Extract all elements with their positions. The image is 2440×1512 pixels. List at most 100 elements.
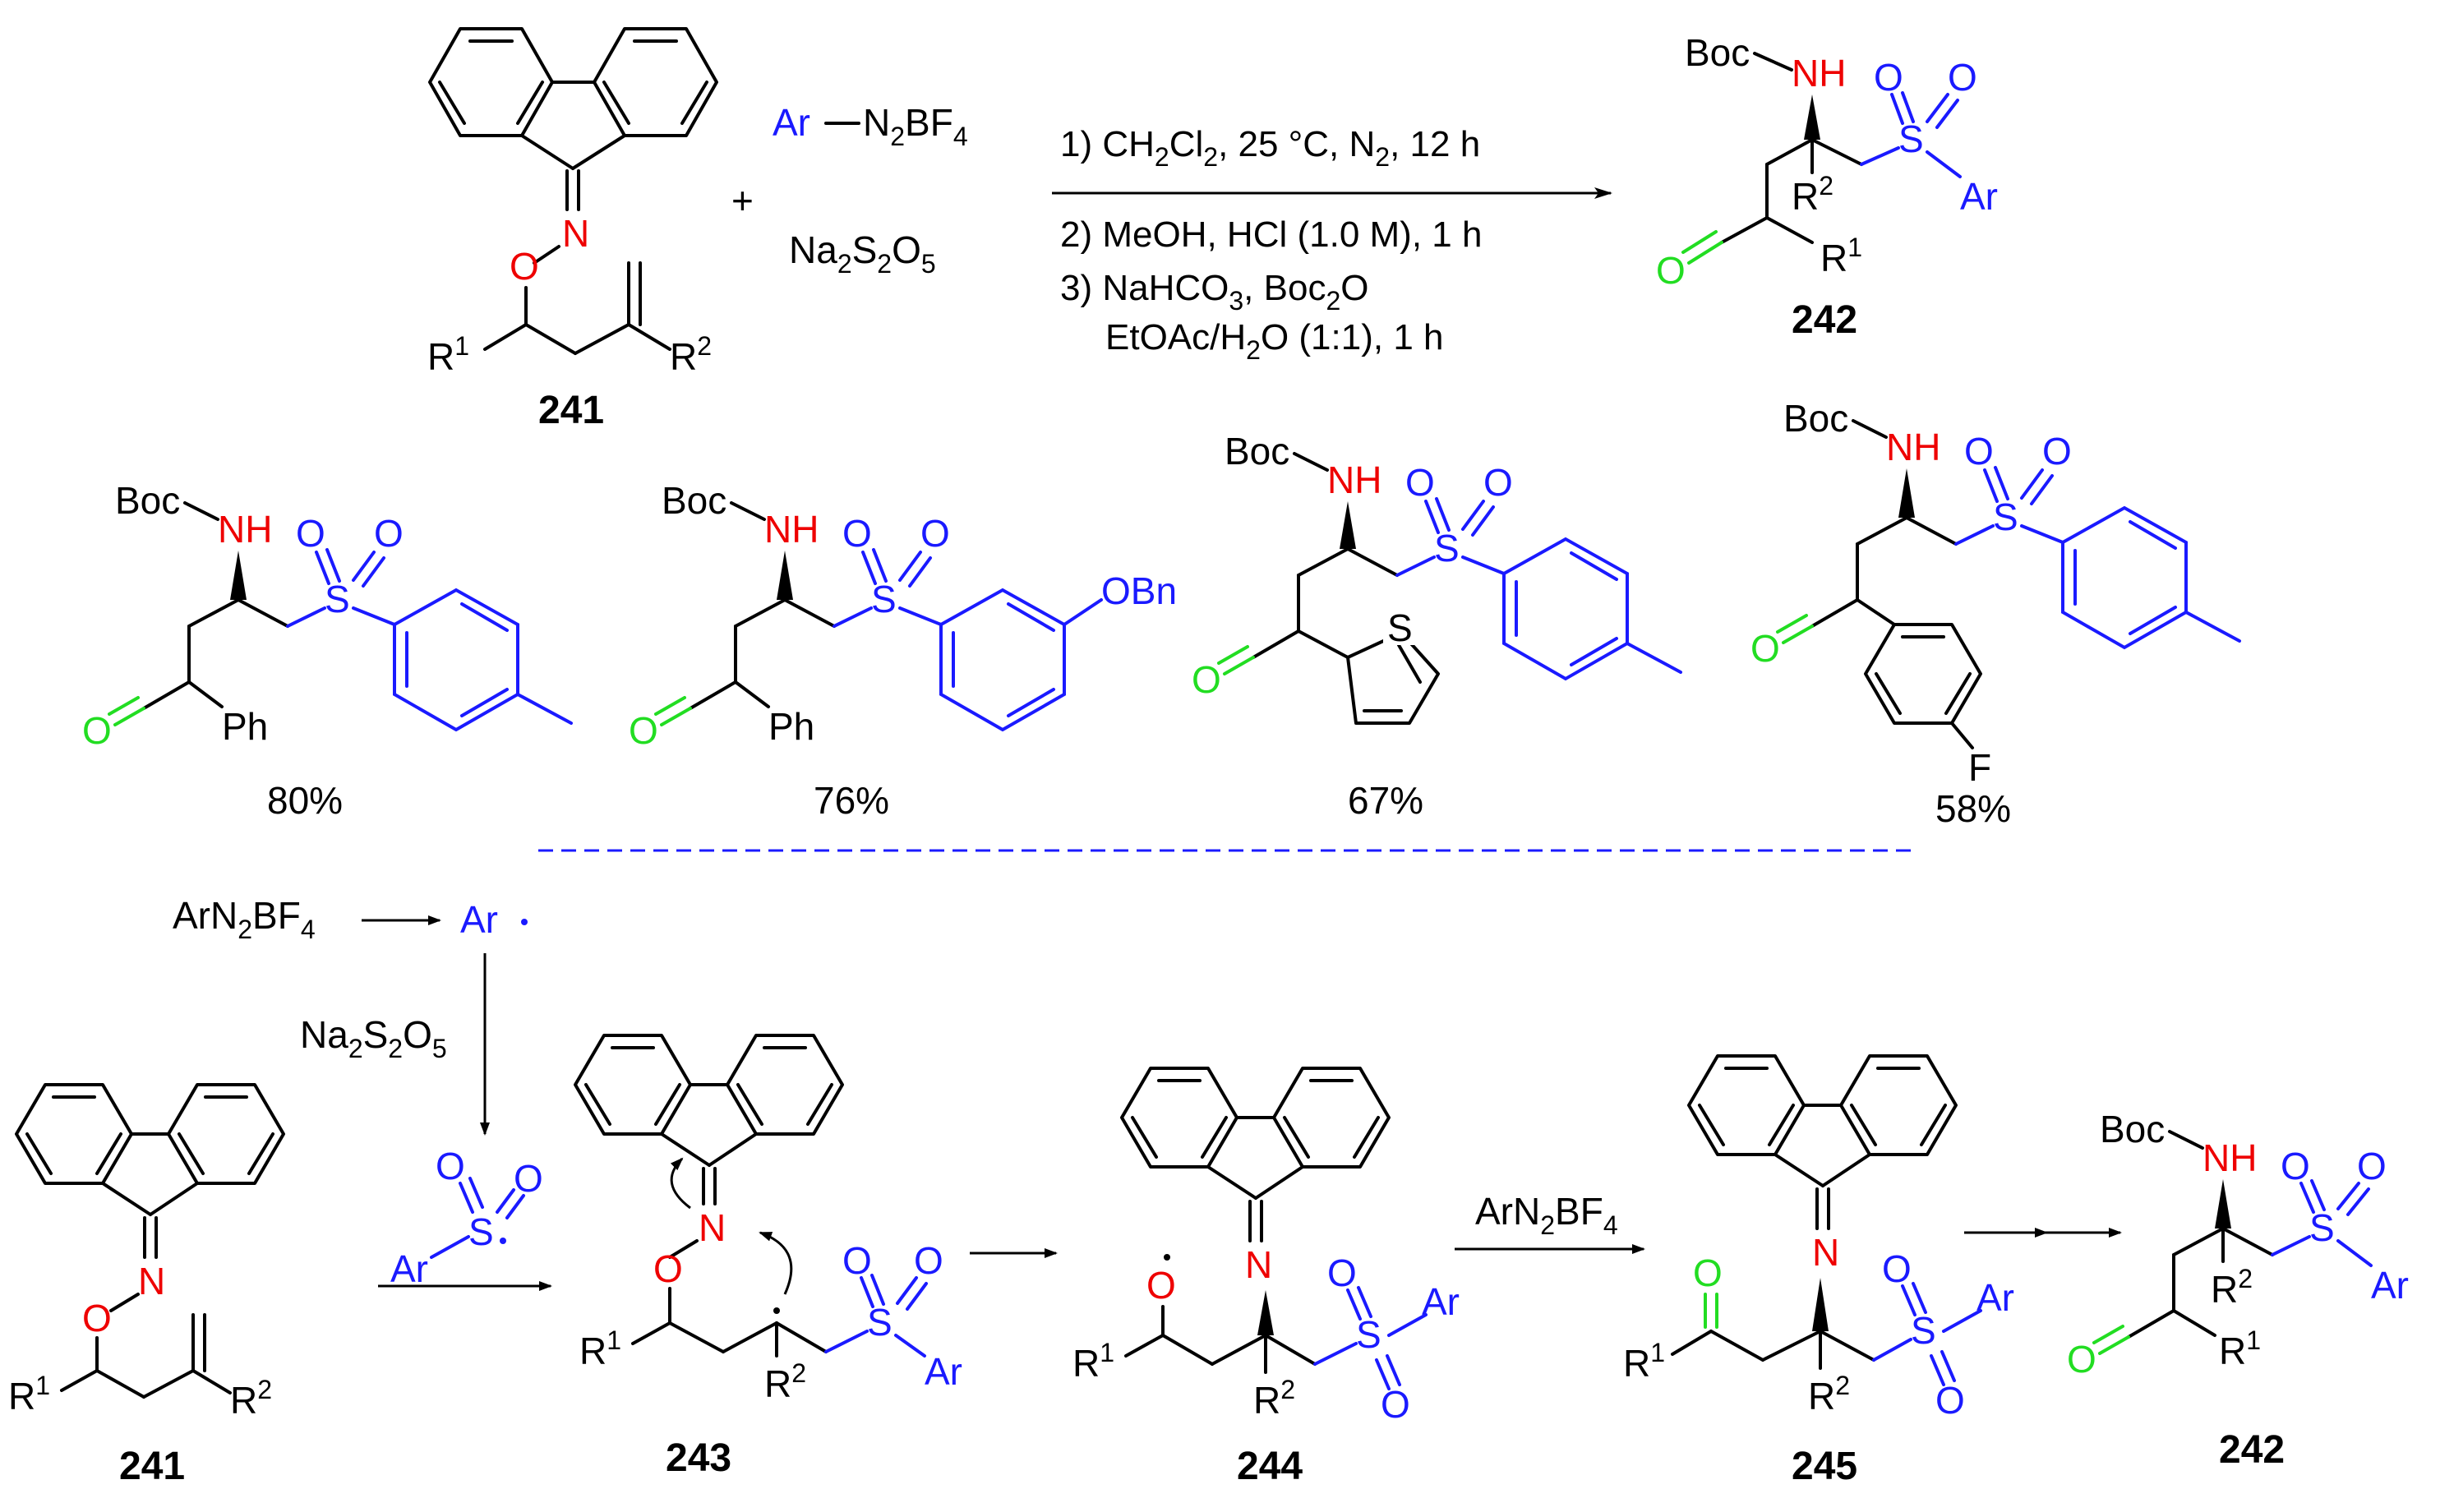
svg-text:O: O	[1146, 1264, 1176, 1307]
svg-text:Boc: Boc	[1685, 31, 1750, 74]
svg-text:OBn: OBn	[1101, 569, 1177, 612]
svg-text:S: S	[867, 1301, 893, 1344]
svg-text:O: O	[1750, 627, 1780, 670]
svg-text:Boc: Boc	[115, 479, 180, 522]
svg-text:Ar: Ar	[1422, 1280, 1460, 1323]
svg-text:NH: NH	[2202, 1136, 2257, 1179]
svg-text:N: N	[1245, 1243, 1272, 1286]
svg-text:O: O	[629, 709, 658, 752]
svg-text:245: 245	[1792, 1445, 1857, 1488]
svg-text:NH: NH	[218, 508, 272, 551]
intermediate-244: N O R1 R2 S O O Ar 244	[1072, 1067, 1460, 1488]
svg-text:R2: R2	[764, 1358, 806, 1405]
svg-text:O: O	[1327, 1252, 1357, 1294]
svg-text:O: O	[2067, 1338, 2096, 1381]
svg-text:NH: NH	[1327, 459, 1381, 501]
svg-text:242: 242	[1792, 298, 1857, 342]
svg-text:80%: 80%	[267, 779, 343, 822]
step-reagent-arrow: ArN2BF4	[1455, 1190, 1645, 1254]
svg-text:76%: 76%	[814, 779, 889, 822]
svg-text:241: 241	[119, 1445, 185, 1488]
reaction-conditions: 1) CH2Cl2, 25 °C, N2, 12 h 2) MeOH, HCl …	[1052, 124, 1612, 365]
sulfonyl-radical: O S O Ar	[378, 1145, 552, 1291]
svg-text:Ar: Ar	[773, 101, 810, 144]
example-product-1: Boc NH O Ph S O O 80%	[82, 479, 573, 822]
svg-text:ArN2BF4: ArN2BF4	[173, 894, 316, 944]
svg-text:Ar: Ar	[390, 1247, 428, 1290]
svg-text:O: O	[514, 1157, 543, 1200]
svg-text:N: N	[138, 1260, 165, 1302]
svg-text:242: 242	[2219, 1428, 2285, 1472]
svg-text:S: S	[1387, 606, 1413, 649]
product-242-bottom: Boc NH O R1 R2 S O O Ar 242	[2067, 1108, 2409, 1472]
svg-text:O: O	[1964, 430, 1994, 472]
sodium-metabisulfite: Na2S2O5	[789, 228, 936, 279]
svg-text:Ph: Ph	[768, 705, 814, 748]
svg-text:R1: R1	[1623, 1338, 1665, 1385]
svg-text:O: O	[1874, 56, 1903, 99]
svg-text:R2: R2	[1253, 1375, 1295, 1422]
svg-text:O: O	[842, 512, 872, 555]
svg-text:NH: NH	[1886, 426, 1940, 468]
svg-text:O: O	[2357, 1145, 2387, 1187]
svg-text:R1: R1	[2219, 1325, 2261, 1372]
svg-text:O: O	[296, 512, 325, 555]
example-product-2: Boc NH O Ph S O O OBn 76%	[629, 479, 1177, 822]
svg-text:Ar: Ar	[2371, 1264, 2409, 1307]
plus-sign: +	[731, 179, 754, 222]
svg-text:O: O	[1483, 461, 1513, 504]
svg-text:N2BF4: N2BF4	[863, 101, 968, 151]
svg-text:R1: R1	[1820, 233, 1862, 279]
svg-text:244: 244	[1237, 1445, 1303, 1488]
svg-text:NH: NH	[764, 508, 819, 551]
svg-text:O: O	[653, 1247, 683, 1290]
compound-label-241: 241	[538, 389, 604, 432]
svg-text:Boc: Boc	[1783, 397, 1848, 440]
svg-text:Ar: Ar	[1960, 175, 1998, 218]
svg-text:67%: 67%	[1348, 779, 1423, 822]
svg-text:O: O	[374, 512, 404, 555]
svg-text:243: 243	[666, 1436, 731, 1480]
svg-text:O: O	[82, 709, 112, 752]
product-242-top: Boc NH O R1 R2 S O O Ar 242	[1656, 31, 1998, 342]
atom-o: O	[510, 245, 539, 288]
svg-text:Ar: Ar	[460, 898, 498, 941]
aryl-diazonium-reagent: Ar N2BF4	[773, 101, 968, 151]
atom-r1: R1	[427, 331, 469, 378]
svg-text:2) MeOH, HCl (1.0 M), 1 h: 2) MeOH, HCl (1.0 M), 1 h	[1060, 214, 1482, 255]
svg-text:Ar: Ar	[925, 1350, 962, 1393]
svg-text:O: O	[2042, 430, 2072, 472]
svg-text:EtOAc/H2O (1:1), 1 h: EtOAc/H2O (1:1), 1 h	[1105, 317, 1444, 365]
svg-text:O: O	[1381, 1383, 1410, 1426]
svg-text:O: O	[842, 1239, 872, 1282]
svg-text:O: O	[1948, 56, 1977, 99]
svg-text:Na2S2O5: Na2S2O5	[300, 1013, 447, 1063]
svg-text:O: O	[914, 1239, 943, 1282]
intermediate-245: N O R1 R2 S O O Ar 245	[1623, 1054, 2014, 1488]
svg-text:Boc: Boc	[1225, 430, 1289, 472]
intermediate-243: N O R1 R2 S O O Ar 243	[574, 1034, 962, 1480]
substrate-241-top: N O R1 R2 241	[427, 27, 718, 432]
svg-text:O: O	[920, 512, 950, 555]
svg-text:R2: R2	[230, 1375, 272, 1422]
example-product-3: Boc NH O S S O O 67%	[1192, 430, 1682, 822]
svg-text:R1: R1	[1072, 1338, 1114, 1385]
svg-text:O: O	[1656, 249, 1686, 292]
svg-text:R1: R1	[579, 1325, 621, 1372]
svg-text:R2: R2	[1808, 1371, 1850, 1418]
svg-text:3) NaHCO3, Boc2O: 3) NaHCO3, Boc2O	[1060, 268, 1368, 316]
svg-text:1) CH2Cl2, 25 °C, N2, 12 h: 1) CH2Cl2, 25 °C, N2, 12 h	[1060, 124, 1480, 172]
svg-text:R2: R2	[1792, 171, 1833, 218]
svg-text:O: O	[436, 1145, 465, 1187]
svg-text:58%: 58%	[1935, 787, 2011, 830]
svg-text:S: S	[468, 1210, 494, 1253]
svg-text:ArN2BF4: ArN2BF4	[1475, 1190, 1618, 1240]
svg-text:O: O	[1882, 1247, 1912, 1290]
svg-text:O: O	[1405, 461, 1435, 504]
svg-text:F: F	[1968, 746, 1991, 789]
radical-generation: ArN2BF4 Ar Na2S2O5	[173, 894, 528, 1136]
svg-text:NH: NH	[1792, 52, 1846, 94]
svg-text:O: O	[1935, 1379, 1965, 1422]
svg-text:O: O	[1693, 1252, 1723, 1294]
